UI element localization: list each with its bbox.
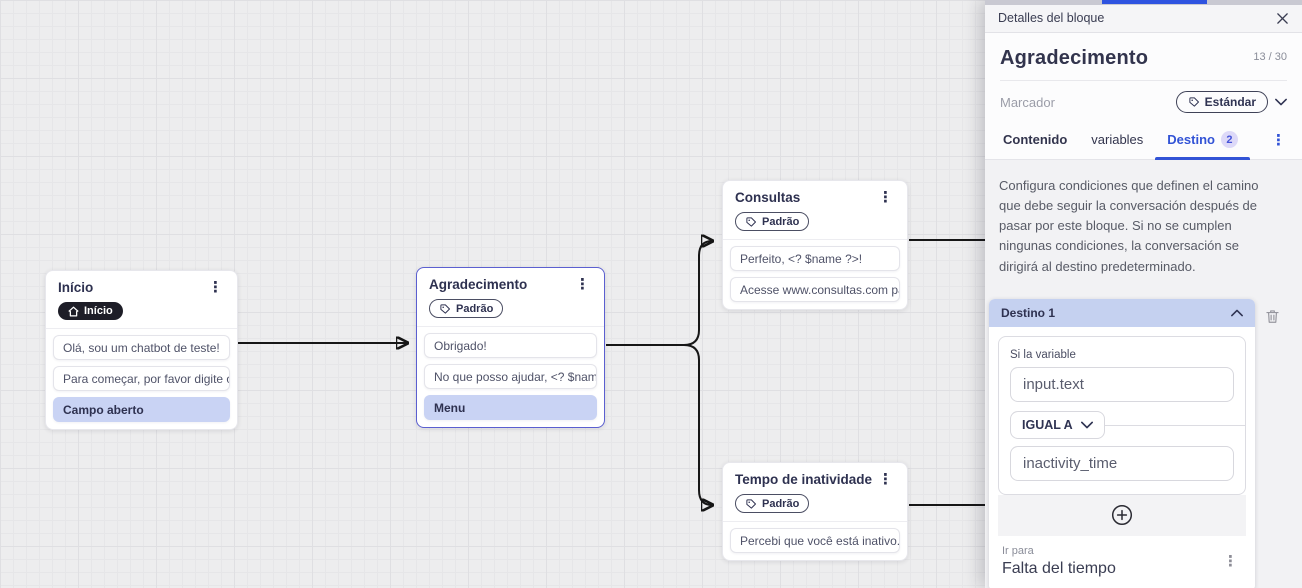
go-to-section: Ir para Falta del tiempo ⋮ xyxy=(989,535,1255,588)
title-char-counter: 13 / 30 xyxy=(1253,51,1287,63)
go-to-kebab-menu-icon[interactable]: ⋮ xyxy=(1223,553,1238,571)
panel-top-strip xyxy=(985,0,1302,5)
block-title: Agradecimento xyxy=(1000,47,1149,69)
badge-label: Padrão xyxy=(456,302,494,315)
divider xyxy=(1010,424,1245,426)
condition-value-input[interactable] xyxy=(1010,445,1234,481)
marcador-chip[interactable]: Estándar xyxy=(1175,91,1268,113)
badge-label: Padrão xyxy=(762,497,800,510)
chevron-down-icon xyxy=(1080,421,1093,429)
message-bubble[interactable]: Perfeito, <? $name ?>! xyxy=(730,246,900,271)
condition-variable-input[interactable] xyxy=(1010,366,1234,402)
node-title: Agradecimento xyxy=(429,277,528,292)
go-to-target[interactable]: Falta del tiempo xyxy=(1002,559,1116,577)
go-to-label: Ir para xyxy=(1002,544,1034,557)
panel-title: Detalles del bloque xyxy=(998,11,1105,25)
node-messages: Obrigado! No que posso ajudar, <? $name … xyxy=(417,326,604,427)
kebab-menu-icon[interactable]: ⋮ xyxy=(575,276,590,293)
node-messages: Percebi que você está inativo. C... xyxy=(723,521,907,560)
destino-count-badge: 2 xyxy=(1220,131,1238,148)
divider xyxy=(1000,80,1287,81)
message-bubble[interactable]: Olá, sou um chatbot de teste! xyxy=(53,335,230,360)
flow-node-inicio[interactable]: Início ⋮ Início Olá, sou um chatbot de t… xyxy=(45,270,238,430)
message-bubble[interactable]: Obrigado! xyxy=(424,333,597,358)
tag-icon xyxy=(1189,97,1199,107)
message-bubble-open-field[interactable]: Campo aberto xyxy=(53,397,230,422)
flow-node-agradecimento[interactable]: Agradecimento ⋮ Padrão Obrigado! No que … xyxy=(416,267,605,428)
node-messages: Perfeito, <? $name ?>! Acesse www.consul… xyxy=(723,239,907,309)
node-header: Agradecimento ⋮ Padrão xyxy=(417,268,604,326)
tabs-kebab-menu-icon[interactable]: ⋮ xyxy=(1271,132,1286,149)
destino-description: Configura condiciones que definen el cam… xyxy=(999,178,1259,274)
node-header: Tempo de inatividade ⋮ Padrão xyxy=(723,463,907,521)
flow-node-tempo-inatividade[interactable]: Tempo de inatividade ⋮ Padrão Percebi qu… xyxy=(722,462,908,561)
kebab-menu-icon[interactable]: ⋮ xyxy=(208,279,223,296)
destino-tab-content: Configura condiciones que definen el cam… xyxy=(985,160,1302,588)
node-title: Tempo de inatividade xyxy=(735,472,873,487)
block-details-panel: Detalles del bloque Agradecimento 13 / 3… xyxy=(985,0,1302,588)
node-title: Início xyxy=(58,280,94,295)
node-header: Consultas ⋮ Padrão xyxy=(723,181,907,239)
badge-label: Padrão xyxy=(762,215,800,228)
message-bubble[interactable]: No que posso ajudar, <? $name ... xyxy=(424,364,597,389)
panel-tabs: Contenido variables Destino 2 ⋮ xyxy=(985,121,1302,160)
destino-card-header[interactable]: Destino 1 xyxy=(989,298,1255,327)
tag-icon xyxy=(746,216,756,227)
flow-node-consultas[interactable]: Consultas ⋮ Padrão Perfeito, <? $name ?>… xyxy=(722,180,908,310)
tab-destino[interactable]: Destino 2 xyxy=(1155,121,1250,160)
operator-label: IGUAL A xyxy=(1022,417,1073,432)
home-icon xyxy=(68,306,79,316)
condition-variable-label: Si la variable xyxy=(1010,348,1076,361)
marcador-value: Estándar xyxy=(1204,95,1256,109)
marcador-label: Marcador xyxy=(1000,94,1055,110)
message-bubble[interactable]: Acesse www.consultas.com par... xyxy=(730,277,900,302)
delete-destino-trash-icon[interactable] xyxy=(1264,308,1281,325)
condition-box: Si la variable IGUAL A xyxy=(998,335,1246,495)
top-progress-indicator xyxy=(1102,0,1207,4)
close-icon[interactable] xyxy=(1276,12,1289,25)
standard-badge: Padrão xyxy=(429,299,504,318)
destino-card-title: Destino 1 xyxy=(1001,305,1056,320)
destino-card: Destino 1 Si la variable IG xyxy=(989,298,1255,588)
start-badge: Início xyxy=(58,302,123,320)
tab-destino-label: Destino xyxy=(1167,132,1215,147)
operator-dropdown[interactable]: IGUAL A xyxy=(1010,410,1105,439)
standard-badge: Padrão xyxy=(735,494,810,513)
node-title: Consultas xyxy=(735,190,801,205)
add-condition-plus-icon[interactable] xyxy=(1111,504,1133,526)
tag-icon xyxy=(440,303,450,314)
message-bubble-menu[interactable]: Menu xyxy=(424,395,597,420)
message-bubble[interactable]: Percebi que você está inativo. C... xyxy=(730,528,900,553)
node-messages: Olá, sou um chatbot de teste! Para começ… xyxy=(46,328,237,429)
kebab-menu-icon[interactable]: ⋮ xyxy=(878,471,893,488)
kebab-menu-icon[interactable]: ⋮ xyxy=(878,189,893,206)
block-summary-section: Agradecimento 13 / 30 Marcador Estándar … xyxy=(985,33,1302,160)
chevron-down-icon[interactable] xyxy=(1275,98,1287,106)
standard-badge: Padrão xyxy=(735,212,810,231)
panel-header: Detalles del bloque xyxy=(985,5,1302,33)
message-bubble[interactable]: Para começar, por favor digite o ... xyxy=(53,366,230,391)
badge-label: Início xyxy=(84,305,113,317)
tab-contenido[interactable]: Contenido xyxy=(1003,132,1068,147)
tag-icon xyxy=(746,498,756,509)
node-header: Início ⋮ Início xyxy=(46,271,237,328)
chevron-up-icon[interactable] xyxy=(1231,309,1243,317)
tab-variables[interactable]: variables xyxy=(1091,132,1144,147)
